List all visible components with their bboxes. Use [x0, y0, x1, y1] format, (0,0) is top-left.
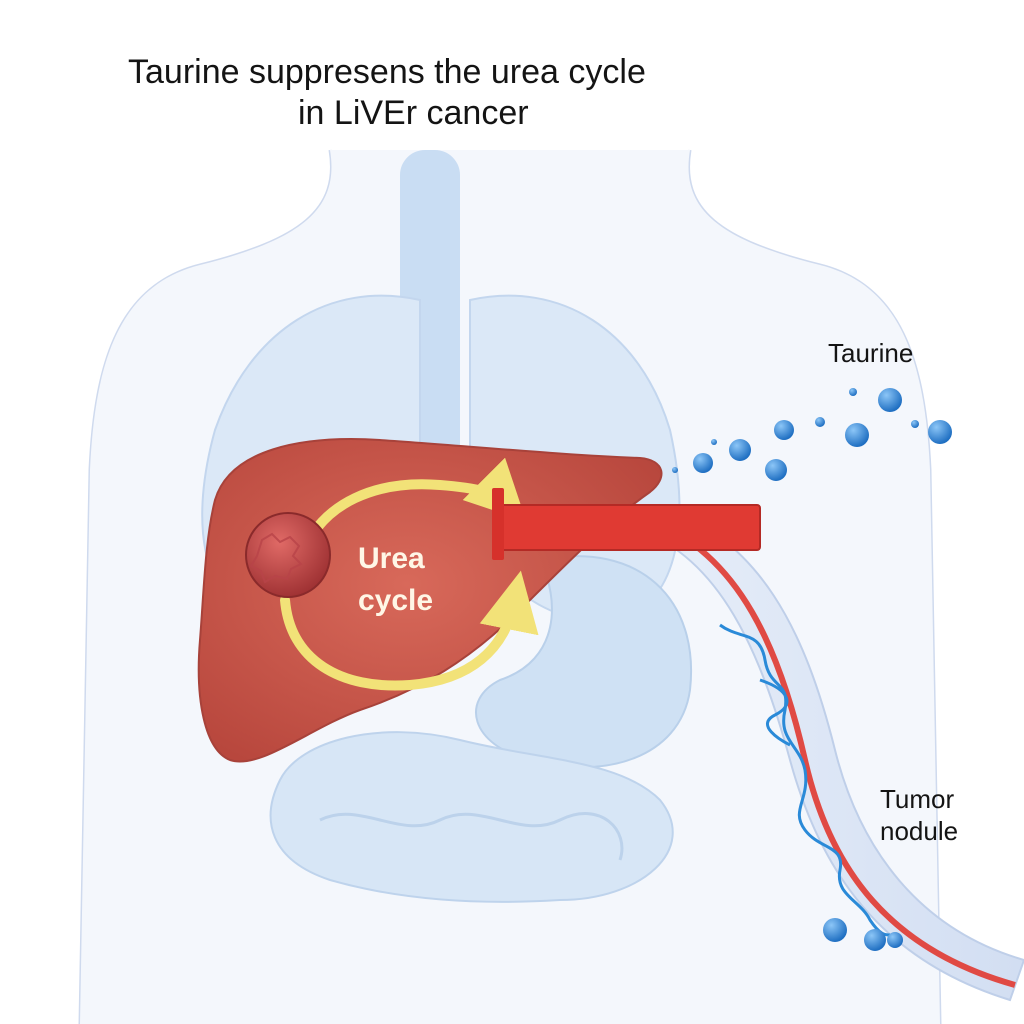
intestines	[269, 731, 674, 903]
inhibitor-head	[492, 488, 504, 560]
taurine-molecule	[693, 453, 713, 473]
urea-cycle-arrow-top	[295, 457, 527, 565]
tumor-cell-strand	[759, 678, 791, 747]
tumor-cell-strand	[719, 623, 891, 937]
blood-vessel	[638, 503, 1024, 1002]
taurine-molecule	[911, 420, 919, 428]
tumor-cell	[823, 918, 847, 942]
inhibitor-bar	[494, 504, 761, 551]
tumor-nodule-label-1: Tumor	[880, 784, 954, 814]
taurine-label: Taurine	[828, 338, 913, 368]
taurine-molecule	[845, 423, 869, 447]
vessel-red-line	[648, 517, 1016, 988]
title-line-1: Taurine suppresens the urea cycle	[128, 53, 646, 91]
tumor	[245, 512, 331, 598]
taurine-molecule	[815, 417, 825, 427]
tumor-cell	[864, 929, 886, 951]
taurine-molecules	[672, 388, 952, 481]
taurine-molecule	[765, 459, 787, 481]
taurine-molecule	[878, 388, 902, 412]
taurine-molecule	[729, 439, 751, 461]
tumor-cell	[887, 932, 903, 948]
taurine-molecule	[849, 388, 857, 396]
tumor-nodule-label-2: nodule	[880, 816, 958, 846]
urea-cycle-label-1: Urea	[358, 542, 425, 575]
urea-cycle-arrow-bottom	[280, 570, 539, 691]
tumor-texture	[249, 532, 303, 584]
intestine-loops	[319, 812, 624, 861]
urea-cycle-label-2: cycle	[358, 584, 433, 617]
taurine-molecule	[672, 467, 678, 473]
taurine-molecule	[711, 439, 717, 445]
taurine-molecule	[774, 420, 794, 440]
title-line-2: in LiVEr cancer	[298, 94, 529, 132]
taurine-molecule	[928, 420, 952, 444]
